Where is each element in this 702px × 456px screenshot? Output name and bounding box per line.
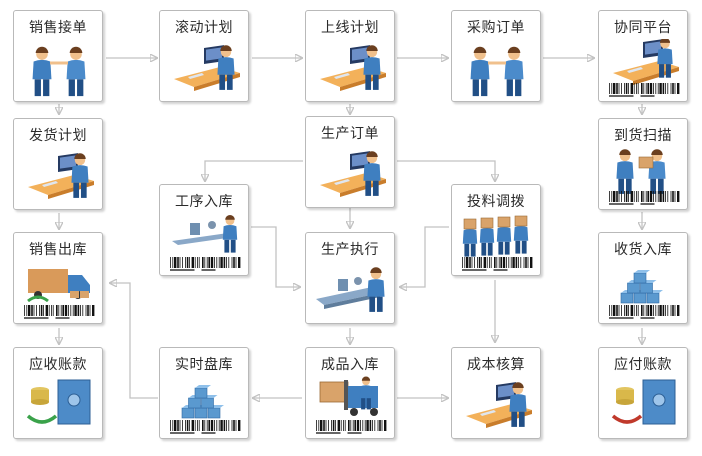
computer-worker-barcode-icon: [607, 37, 681, 99]
truck-barcode-icon: [22, 261, 96, 321]
node-arrival-scan: 到货扫描: [598, 118, 688, 210]
box-pyramid-barcode-icon: [168, 376, 242, 436]
node-label: 实时盘库: [175, 357, 233, 373]
node-prod-exec: 生产执行: [305, 232, 395, 324]
node-prod-order: 生产订单: [305, 116, 395, 208]
assembly-line-icon: [314, 261, 388, 321]
node-label: 协同平台: [614, 20, 672, 36]
node-label: 成本核算: [467, 357, 525, 373]
node-label: 采购订单: [467, 20, 525, 36]
node-ap: 应付账款: [598, 347, 688, 439]
node-label: 滚动计划: [175, 20, 233, 36]
node-process-stock: 工序入库: [159, 184, 249, 276]
node-rolling-plan: 滚动计划: [159, 10, 249, 102]
link-stocktake-to-sales-out: [110, 283, 158, 399]
forklift-barcode-icon: [314, 376, 388, 436]
scanner-worker-barcode-icon: [607, 147, 681, 207]
link-process-stock-to-prod-exec: [251, 226, 300, 287]
box-pyramid-barcode-icon: [607, 261, 681, 321]
node-collab-platform: 协同平台: [598, 10, 688, 102]
assembly-line-barcode-icon: [168, 213, 242, 273]
node-stocktake: 实时盘库: [159, 347, 249, 439]
safe-coins-icon: [22, 376, 96, 436]
computer-worker-icon: [460, 376, 534, 436]
computer-worker-icon: [168, 39, 242, 99]
node-label: 上线计划: [321, 20, 379, 36]
computer-worker-icon: [22, 147, 96, 207]
node-label: 生产执行: [321, 242, 379, 258]
computer-worker-icon: [314, 39, 388, 99]
node-label: 到货扫描: [614, 128, 672, 144]
node-receive-stock: 收货入库: [598, 232, 688, 324]
node-purchase-order: 采购订单: [451, 10, 541, 102]
node-label: 发货计划: [29, 128, 87, 144]
node-sales-order: 销售接单: [13, 10, 103, 102]
safe-coins-red-icon: [607, 376, 681, 436]
node-label: 销售出库: [29, 242, 87, 258]
node-material-alloc: 投料调拨: [451, 184, 541, 276]
node-cost-calc: 成本核算: [451, 347, 541, 439]
link-prod-order-to-process-stock: [205, 160, 303, 181]
node-ar: 应收账款: [13, 347, 103, 439]
handshake-icon: [22, 39, 96, 99]
workers-boxes-barcode-icon: [460, 213, 534, 273]
computer-worker-icon: [314, 145, 388, 205]
node-ship-plan: 发货计划: [13, 118, 103, 210]
node-label: 生产订单: [321, 126, 379, 142]
node-label: 应收账款: [29, 357, 87, 373]
node-sales-out: 销售出库: [13, 232, 103, 324]
node-label: 工序入库: [175, 194, 233, 210]
handshake-icon: [460, 39, 534, 99]
node-fg-stock: 成品入库: [305, 347, 395, 439]
node-label: 成品入库: [321, 357, 379, 373]
node-label: 收货入库: [614, 242, 672, 258]
node-label: 销售接单: [29, 20, 87, 36]
link-prod-order-to-material-alloc: [397, 160, 495, 181]
node-label: 应付账款: [614, 357, 672, 373]
node-label: 投料调拨: [467, 194, 525, 210]
node-online-plan: 上线计划: [305, 10, 395, 102]
link-material-alloc-to-prod-exec: [400, 226, 449, 287]
